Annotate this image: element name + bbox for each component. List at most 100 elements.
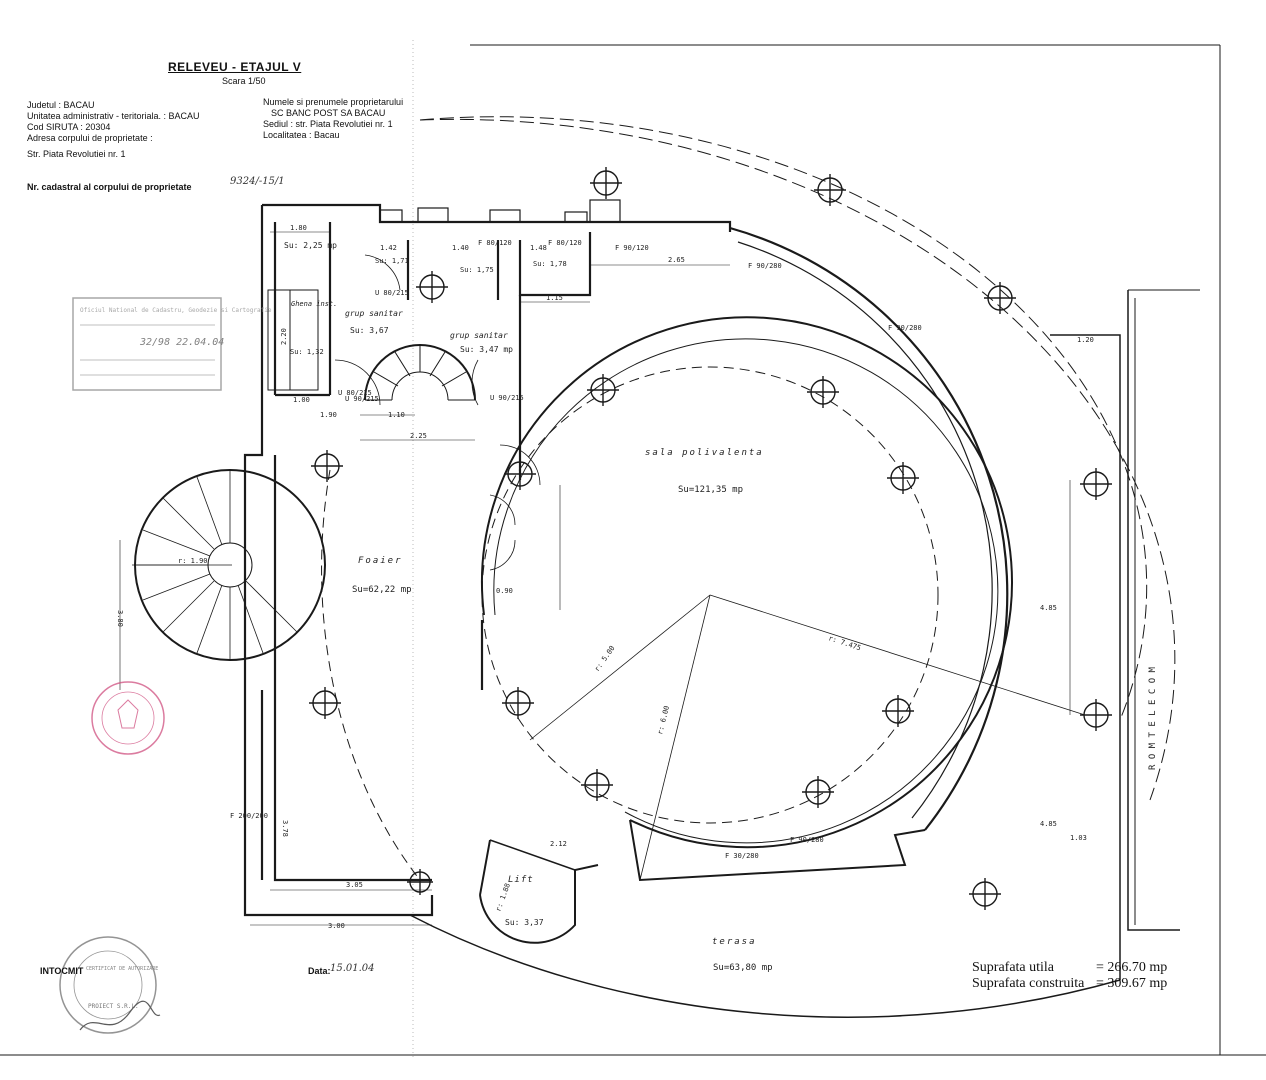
su-178: Su: 1,78 [533,260,567,268]
sala-area: Su=121,35 mp [678,485,743,495]
grup-sanitar-1-area: Su: 3,67 [350,326,389,335]
dim-265: 2.65 [668,256,685,264]
ghena-label: Ghena inst. [291,300,337,308]
left-spiral-stair [134,469,326,661]
column [581,769,613,801]
inner-dashed-circle [481,366,939,824]
window-f80a: F 80/120 [478,239,512,247]
drawing-title: RELEVEU - ETAJUL V [168,60,302,74]
data-value: 15.01.04 [330,963,375,974]
door-u90-b: U 90/215 [490,394,524,402]
column [887,462,919,494]
certificate-stamp: CERTIFICAT DE AUTORIZARE PROIECT S.R.L. [59,936,161,1034]
dim-148: 1.48 [530,244,547,252]
column [587,374,619,406]
dim-142: 1.42 [380,244,397,252]
column [504,458,536,490]
door-u80-b: U 80/215 [375,289,409,297]
hall-outer-wall-a [729,226,1009,831]
cadastral-label: Nr. cadastral al corpului de proprietate [27,182,192,192]
lift-area: Su: 3,37 [505,918,544,927]
column [309,687,341,719]
info-unitate: Unitatea administrativ - teritoriala. : … [27,111,200,121]
foaier-label: Foaier [358,556,403,566]
totals-block: Suprafata utila = 266.70 mp Suprafata co… [972,960,1167,992]
dim-120: 1.20 [1077,336,1094,344]
window-f90a: F 90/120 [615,244,649,252]
terasa-area: Su=63,80 mp [713,963,773,973]
romtelecom-wall [1127,290,1180,931]
dim-190: 1.90 [320,411,337,419]
romtelecom-label: R O M T E L E C O M [1148,666,1158,770]
dim-305: 3.05 [346,881,363,889]
suprafata-construita-value: = 309.67 mp [1096,976,1168,991]
door-swings [334,254,541,571]
suprafata-construita-row: Suprafata construita = 309.67 mp [972,976,1167,992]
room-labels: sala polivalenta Su=121,35 mp Foaier Su=… [284,241,1158,973]
window-f80b: F 80/120 [548,239,582,247]
dim-180: 1.80 [290,224,307,232]
dim-380: 3.80 [116,610,124,627]
left-info-block: Judetul : BACAU Unitatea administrativ -… [27,100,200,160]
dim-485-b: 4.85 [1040,820,1057,828]
terrace-dashed-arc [419,116,1148,721]
oncgc-stamp: Oficiul National de Cadastru, Geodezie s… [72,297,272,391]
dim-090: 0.90 [496,587,513,595]
center-spiral-stair [364,344,476,401]
column [802,776,834,808]
columns [309,167,1112,910]
su-175: Su: 1,75 [460,266,494,274]
terrace-right-edge [1050,334,1121,980]
info-judet: Judetul : BACAU [27,100,95,110]
hall-lower-wall [629,819,926,882]
terasa-label: terasa [712,937,757,947]
column [882,695,914,727]
window-f90b: F 90/280 [748,262,782,270]
intocmit-label: INTOCMIT [40,966,84,976]
suprafata-utila-label: Suprafata utila [972,960,1055,975]
stamp-number: 32/98 22.04.04 [139,337,224,348]
radius-7475: r: 7.475 [827,634,862,652]
radius-190: r: 1.90 [178,557,208,565]
su-171: Su: 1,71 [375,257,409,265]
info-strada: Str. Piata Revolutiei nr. 1 [27,149,126,159]
hall-inner-wall-b [493,338,999,844]
right-info-block: Numele si prenumele proprietarului SC BA… [263,97,403,141]
info-sediu: Sediul : str. Piata Revolutiei nr. 1 [263,119,393,129]
dim-110: 1.10 [388,411,405,419]
column [984,282,1016,314]
suprafata-construita-label: Suprafata construita [972,976,1085,991]
red-seal-stamp [91,681,165,755]
window-f90d: F 90/280 [790,836,824,844]
column [416,271,448,303]
cert-company: PROIECT S.R.L. [88,1003,139,1010]
column [502,687,534,719]
column [590,167,622,199]
dim-300: 3.00 [328,922,345,930]
column [1080,468,1112,500]
cadastral-value: 9324/-15/1 [230,176,285,187]
suprafata-utila-value: = 266.70 mp [1096,960,1168,975]
foaier-dashed-arc [321,469,421,881]
terrace-dashed-arc-2 [419,118,1176,801]
stamp-text: Oficiul National de Cadastru, Geodezie s… [80,307,272,314]
data-label: Data: [308,966,331,976]
foaier-area: Su=62,22 mp [352,585,412,595]
dim-485-a: 4.85 [1040,604,1057,612]
dim-220: 2.20 [280,328,288,345]
dim-140: 1.40 [452,244,469,252]
su-225: Su: 2,25 mp [284,241,337,250]
door-u90-a: U 90/215 [345,395,379,403]
grup-sanitar-1-label: grup sanitar [345,309,403,318]
door-u80-a: U 80/215 [338,389,372,397]
lift-wall [479,864,599,944]
top-window-marks [379,199,621,223]
radius-lines [132,564,1086,881]
radius-188: r: 1.88 [494,882,512,912]
radius-600: r: 6.00 [656,705,671,736]
dim-225: 2.25 [410,432,427,440]
dim-212: 2.12 [550,840,567,848]
dim-103: 1.03 [1070,834,1087,842]
hall-outer-wall-b [737,241,993,819]
